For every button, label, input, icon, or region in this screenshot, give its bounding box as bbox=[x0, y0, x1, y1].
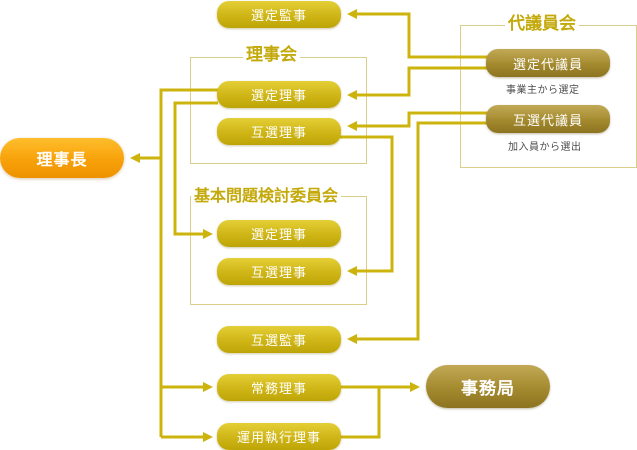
committee-elected-director-node: 互選理事 bbox=[217, 258, 341, 285]
board-group-title: 理事会 bbox=[243, 45, 300, 65]
line-operations-to-secretariat bbox=[340, 387, 381, 439]
committee-group-title: 基本問題検討委員会 bbox=[191, 186, 342, 206]
line-board-to-trunk bbox=[159, 88, 218, 437]
secretariat-node: 事務局 bbox=[426, 365, 550, 408]
delegates-group-frame bbox=[460, 25, 637, 168]
chairman-node: 理事長 bbox=[0, 138, 124, 178]
line-board-appointed-to-committee-appointed bbox=[173, 101, 218, 239]
operations-director-node: 運用執行理事 bbox=[217, 423, 341, 450]
line-delegates-to-board-appointed bbox=[347, 66, 488, 100]
appointed-delegates-node: 選定代議員 bbox=[486, 49, 610, 77]
line-elected-delegates-to-board-elected bbox=[347, 111, 488, 131]
line-delegates-to-auditor bbox=[347, 9, 488, 59]
line-elected-delegates-to-auditor bbox=[347, 121, 488, 344]
committee-appointed-director-node: 選定理事 bbox=[217, 220, 341, 247]
delegates-group-title: 代議員会 bbox=[505, 14, 579, 34]
board-elected-director-node: 互選理事 bbox=[217, 118, 341, 145]
elected-delegates-note: 加入員から選出 bbox=[508, 142, 582, 153]
committee-group-frame bbox=[190, 196, 367, 305]
board-appointed-director-node: 選定理事 bbox=[217, 81, 341, 108]
appointed-delegates-note: 事業主から選定 bbox=[506, 85, 580, 96]
elected-delegates-node: 互選代議員 bbox=[486, 105, 610, 133]
appointed-auditor-node: 選定監事 bbox=[217, 1, 341, 28]
elected-auditor-node: 互選監事 bbox=[217, 326, 341, 353]
line-board-elected-to-committee-elected bbox=[340, 135, 394, 276]
board-group-frame bbox=[190, 57, 367, 164]
executive-director-node: 常務理事 bbox=[217, 374, 341, 401]
